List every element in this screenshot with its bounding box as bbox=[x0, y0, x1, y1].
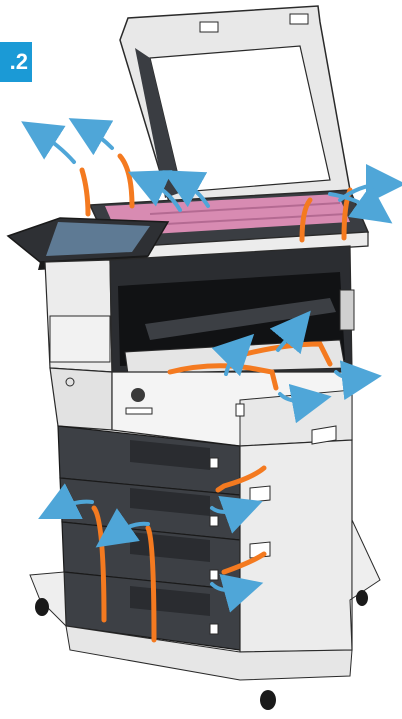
pull-arrow-icon bbox=[86, 128, 112, 148]
tape-strip bbox=[120, 156, 132, 206]
scanner-lid bbox=[120, 6, 350, 205]
caster-wheel bbox=[35, 598, 49, 616]
caster-wheel bbox=[356, 590, 368, 606]
pull-arrow-icon bbox=[38, 132, 74, 162]
brand-logo bbox=[131, 388, 145, 402]
tape-strip bbox=[82, 170, 88, 214]
caster-wheel bbox=[260, 690, 276, 710]
printer-upper-body bbox=[45, 246, 354, 374]
